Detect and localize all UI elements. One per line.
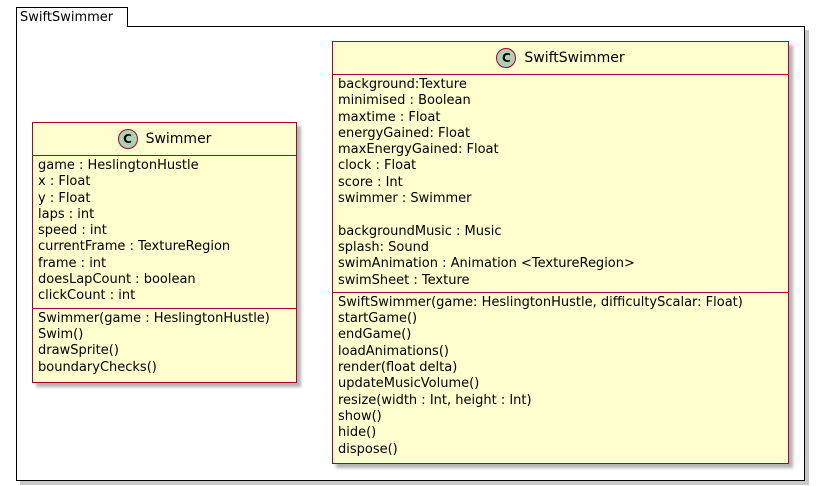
method: Swim() bbox=[38, 326, 84, 342]
attribute: frame : int bbox=[38, 255, 107, 271]
methods-section: SwiftSwimmer(game: HeslingtonHustle, dif… bbox=[333, 293, 788, 461]
attribute: swimmer : Swimmer bbox=[338, 191, 472, 207]
class-stereotype-icon: C bbox=[496, 48, 517, 68]
method: boundaryChecks() bbox=[38, 359, 157, 375]
attribute: speed : int bbox=[38, 223, 107, 239]
methods-section: Swimmer(game : HeslingtonHustle) Swim() … bbox=[33, 309, 296, 379]
package-tab: SwiftSwimmer bbox=[16, 7, 128, 27]
attribute-spacer bbox=[338, 207, 788, 223]
attribute: minimised : Boolean bbox=[338, 93, 471, 109]
attributes-section: background:Texture minimised : Boolean m… bbox=[333, 75, 788, 293]
class-header: C Swimmer bbox=[33, 123, 296, 156]
attribute: backgroundMusic : Music bbox=[338, 223, 502, 239]
class-swimmer[interactable]: C Swimmer game : HeslingtonHustle x : Fl… bbox=[32, 122, 297, 383]
method: render(float delta) bbox=[338, 360, 458, 376]
method: loadAnimations() bbox=[338, 343, 449, 359]
attribute: score : Int bbox=[338, 174, 403, 190]
method: drawSprite() bbox=[38, 343, 119, 359]
attribute: game : HeslingtonHustle bbox=[38, 158, 199, 173]
method: updateMusicVolume() bbox=[338, 376, 480, 392]
attribute: energyGained: Float bbox=[338, 125, 471, 141]
class-swift-swimmer[interactable]: C SwiftSwimmer background:Texture minimi… bbox=[332, 41, 789, 464]
class-name: SwiftSwimmer bbox=[524, 50, 625, 66]
attribute: swimAnimation : Animation <TextureRegion… bbox=[338, 256, 635, 272]
attribute: y : Float bbox=[38, 190, 91, 206]
attribute: laps : int bbox=[38, 206, 95, 222]
class-stereotype-icon: C bbox=[117, 129, 138, 149]
class-name: Swimmer bbox=[145, 131, 212, 147]
attribute: swimSheet : Texture bbox=[338, 272, 470, 288]
method: resize(width : Int, height : Int) bbox=[338, 392, 532, 408]
attribute: maxtime : Float bbox=[338, 109, 441, 125]
attribute: doesLapCount : boolean bbox=[38, 272, 196, 288]
method: show() bbox=[338, 408, 382, 424]
package-name: SwiftSwimmer bbox=[20, 10, 114, 25]
method: Swimmer(game : HeslingtonHustle) bbox=[38, 310, 270, 326]
method: startGame() bbox=[338, 311, 418, 327]
attribute: background:Texture bbox=[338, 77, 467, 92]
method: SwiftSwimmer(game: HeslingtonHustle, dif… bbox=[338, 294, 743, 310]
method: dispose() bbox=[338, 441, 398, 457]
attribute: currentFrame : TextureRegion bbox=[38, 239, 231, 255]
attribute: maxEnergyGained: Float bbox=[338, 142, 499, 158]
attribute: clock : Float bbox=[338, 158, 417, 174]
class-header: C SwiftSwimmer bbox=[333, 42, 788, 75]
attribute: x : Float bbox=[38, 174, 91, 190]
attribute: splash: Sound bbox=[338, 239, 430, 255]
attribute: clickCount : int bbox=[38, 288, 136, 304]
method: endGame() bbox=[338, 327, 412, 343]
method: hide() bbox=[338, 425, 377, 441]
attributes-section: game : HeslingtonHustle x : Float y : Fl… bbox=[33, 156, 296, 309]
